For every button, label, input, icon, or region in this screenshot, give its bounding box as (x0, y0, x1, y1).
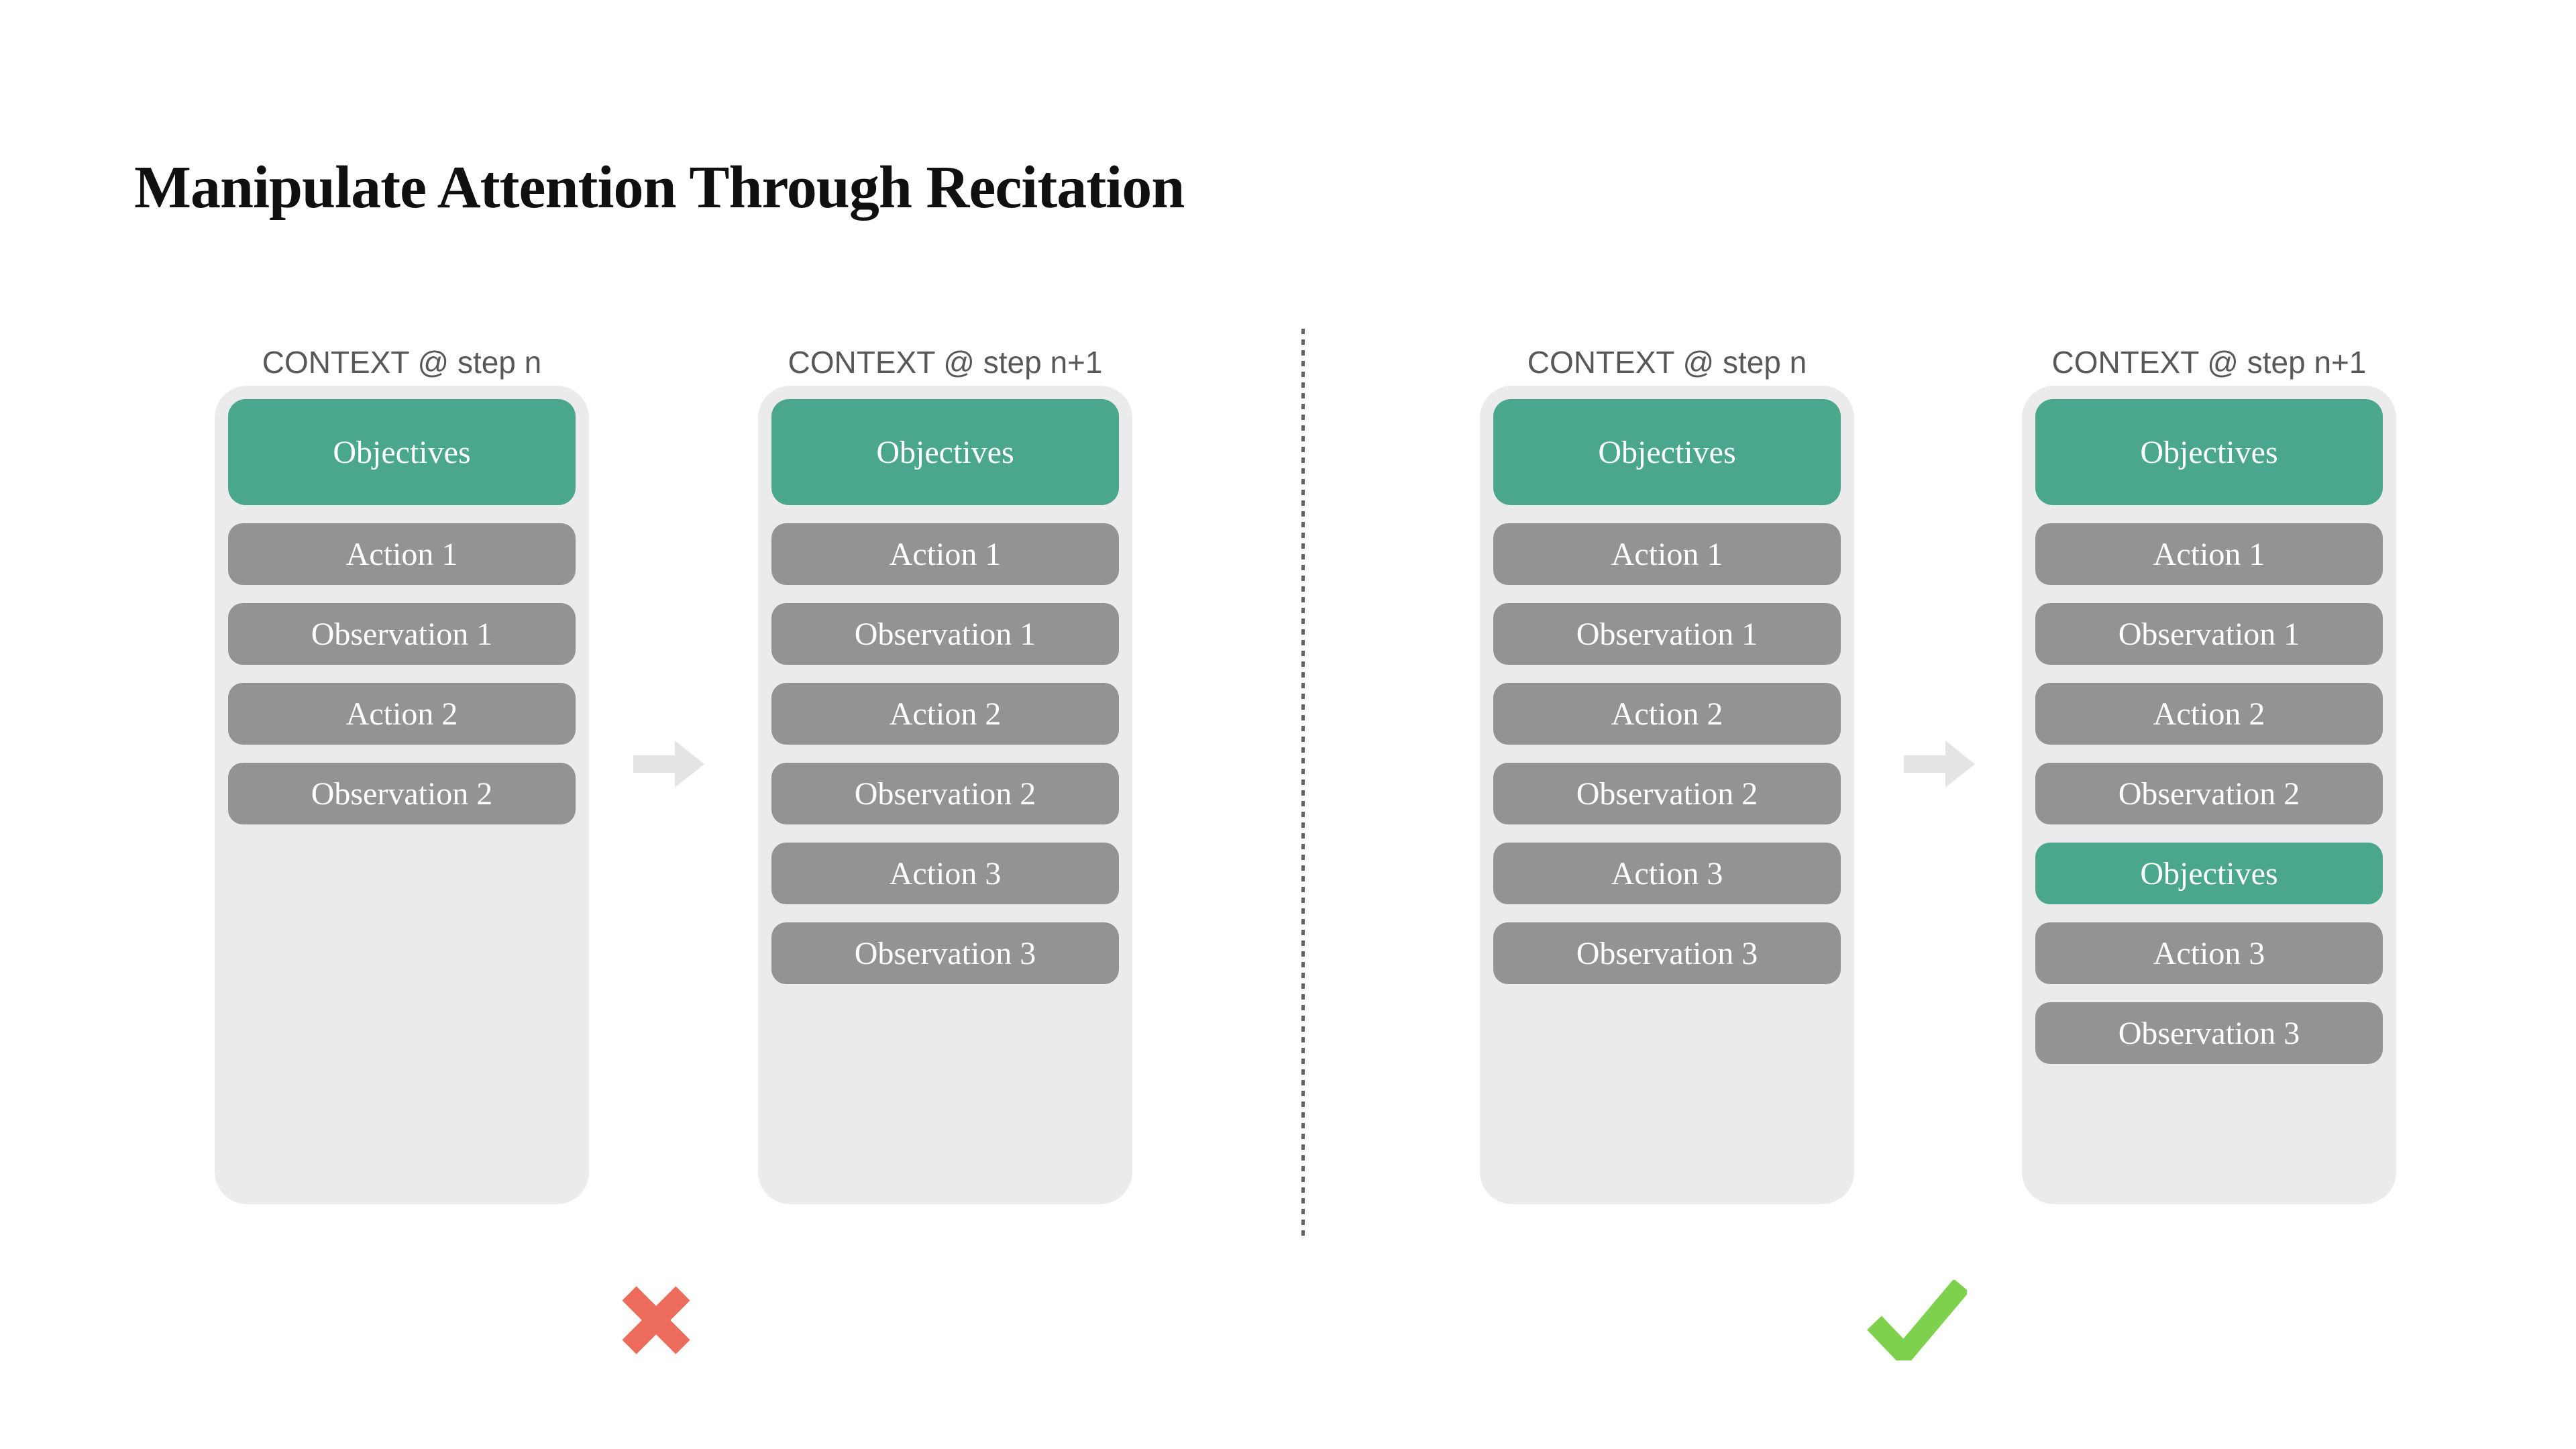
pill-observation-2: Observation 2 (2035, 763, 2383, 824)
pill-action-2: Action 2 (1493, 683, 1841, 745)
column-header: CONTEXT @ step n (1527, 345, 1807, 380)
pill-action-2: Action 2 (2035, 683, 2383, 745)
pill-observation-2: Observation 2 (228, 763, 576, 824)
pill-action-3: Action 3 (2035, 922, 2383, 984)
column-header: CONTEXT @ step n+1 (2051, 345, 2367, 380)
pill-action-1: Action 1 (1493, 523, 1841, 585)
pill-action-3: Action 3 (771, 843, 1119, 904)
pill-action-1: Action 1 (2035, 523, 2383, 585)
pill-objectives: Objectives (2035, 843, 2383, 904)
pill-objectives: Objectives (771, 399, 1119, 505)
pill-action-2: Action 2 (771, 683, 1119, 745)
pill-objectives: Objectives (228, 399, 576, 505)
pill-observation-3: Observation 3 (771, 922, 1119, 984)
right-arrow-icon (1904, 741, 1975, 788)
column-header: CONTEXT @ step n (262, 345, 542, 380)
pill-action-3: Action 3 (1493, 843, 1841, 904)
pill-action-2: Action 2 (228, 683, 576, 745)
pill-observation-1: Observation 1 (228, 603, 576, 665)
pill-observation-2: Observation 2 (771, 763, 1119, 824)
right-arrow-icon (633, 741, 704, 788)
pill-action-1: Action 1 (771, 523, 1119, 585)
pill-observation-3: Observation 3 (2035, 1002, 2383, 1064)
check-icon (1867, 1280, 1967, 1360)
pill-objectives: Objectives (2035, 399, 2383, 505)
pill-objectives: Objectives (1493, 399, 1841, 505)
pill-observation-1: Observation 1 (771, 603, 1119, 665)
pill-observation-3: Observation 3 (1493, 922, 1841, 984)
dashed-divider (1301, 329, 1305, 1238)
cross-icon (622, 1286, 690, 1354)
pill-observation-2: Observation 2 (1493, 763, 1841, 824)
pill-observation-1: Observation 1 (1493, 603, 1841, 665)
column-header: CONTEXT @ step n+1 (788, 345, 1103, 380)
page-title: Manipulate Attention Through Recitation (134, 154, 1185, 221)
pill-action-1: Action 1 (228, 523, 576, 585)
pill-observation-1: Observation 1 (2035, 603, 2383, 665)
